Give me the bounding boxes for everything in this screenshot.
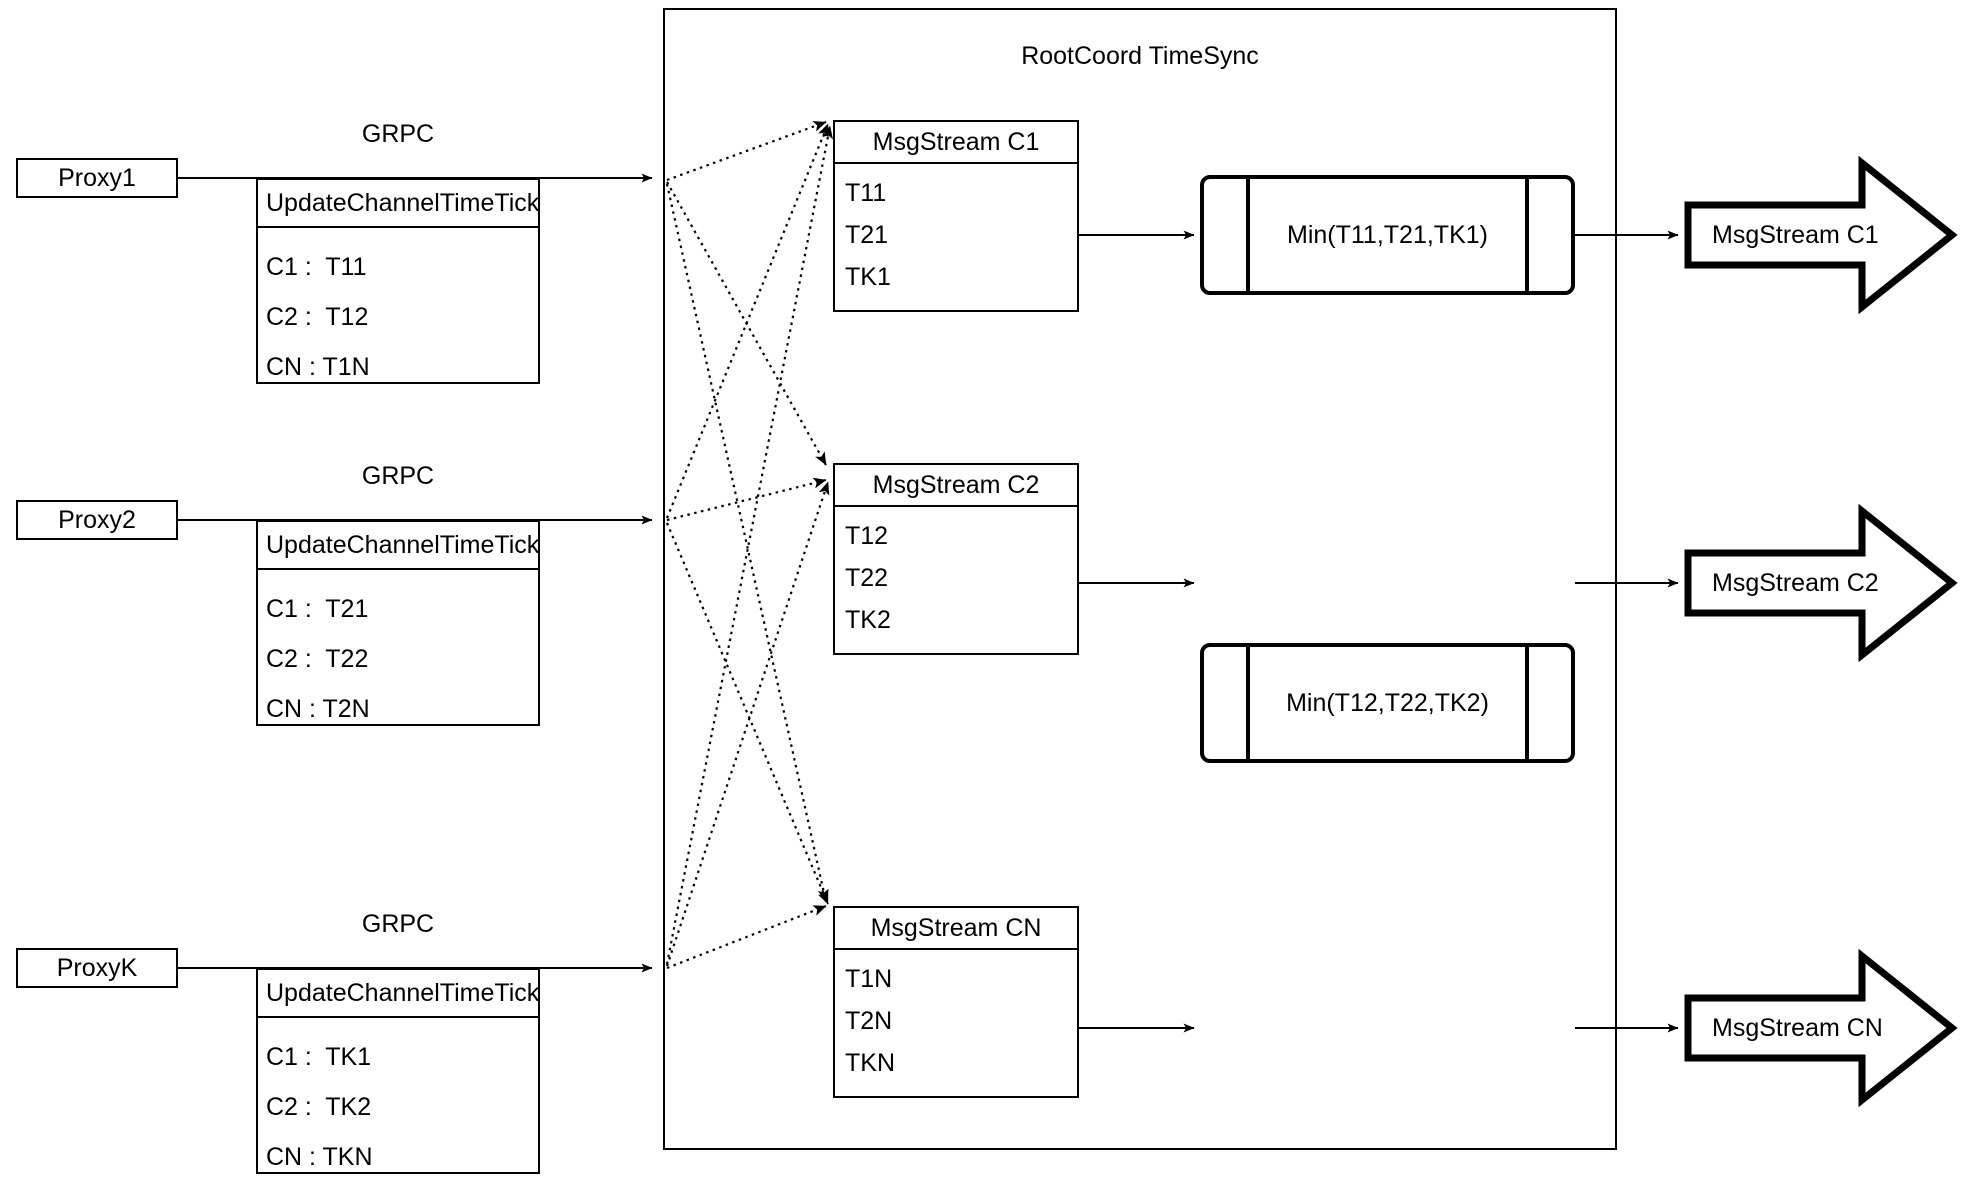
proxy-label: Proxy1 [58, 163, 136, 192]
rpc-row: C1 : TK1 [266, 1043, 372, 1071]
rpc-title: UpdateChannelTimeTick [258, 522, 539, 570]
update-channel-timetick-box-proxyk: UpdateChannelTimeTick C1 : TK1 C2 : TK2 … [256, 968, 540, 1174]
msgstream-row: T2N [845, 1007, 893, 1035]
rpc-row: C1 : T21 [266, 595, 369, 623]
msgstream-row: TK2 [845, 606, 891, 634]
msgstream-title: MsgStream C2 [835, 465, 1077, 507]
msgstream-row: TK1 [845, 263, 891, 291]
rpc-row: C2 : T22 [266, 645, 369, 673]
proxy-label: Proxy2 [58, 505, 136, 534]
grpc-label-proxyk: GRPC [361, 910, 435, 938]
msgstream-row: T12 [845, 522, 889, 550]
msgstream-rows: T11 T21 TK1 [835, 164, 1077, 310]
output-block-arrow-c2: MsgStream C2 [1684, 503, 1958, 663]
rpc-rows: C1 : T11 C2 : T12 CN : T1N [258, 228, 538, 392]
update-channel-timetick-box-proxy2: UpdateChannelTimeTick C1 : T21 C2 : T22 … [256, 520, 540, 726]
subroutine-bar-right [1525, 179, 1529, 291]
rpc-row: C2 : T12 [266, 303, 369, 331]
min-node-c2: Min(T12,T22,TK2) [1200, 643, 1575, 763]
output-block-arrow-cn: MsgStream CN [1684, 948, 1958, 1108]
msgstream-box-c1: MsgStream C1 T11 T21 TK1 [833, 120, 1079, 312]
grpc-label-proxy1: GRPC [361, 120, 435, 148]
proxy-box-proxy1[interactable]: Proxy1 [16, 158, 178, 198]
min-label: Min(T11,T21,TK1) [1287, 220, 1488, 249]
msgstream-box-cn: MsgStream CN T1N T2N TKN [833, 906, 1079, 1098]
update-channel-timetick-box-proxy1: UpdateChannelTimeTick C1 : T11 C2 : T12 … [256, 178, 540, 384]
output-label: MsgStream C2 [1712, 569, 1879, 597]
min-node-c1: Min(T11,T21,TK1) [1200, 175, 1575, 295]
msgstream-row: T11 [845, 179, 887, 207]
subroutine-bar-left [1246, 647, 1250, 759]
subroutine-bar-right [1525, 647, 1529, 759]
msgstream-box-c2: MsgStream C2 T12 T22 TK2 [833, 463, 1079, 655]
rootcoord-timesync-title: RootCoord TimeSync [1021, 42, 1259, 70]
output-label: MsgStream C1 [1712, 221, 1879, 249]
rpc-rows: C1 : TK1 C2 : TK2 CN : TKN [258, 1018, 538, 1182]
min-label: Min(T12,T22,TK2) [1286, 688, 1489, 717]
proxy-label: ProxyK [56, 953, 138, 982]
output-block-arrow-c1: MsgStream C1 [1684, 155, 1958, 315]
grpc-label-proxy2: GRPC [361, 462, 435, 490]
msgstream-rows: T1N T2N TKN [835, 950, 1077, 1096]
rpc-row: C2 : TK2 [266, 1093, 372, 1121]
rpc-row: CN : TKN [266, 1143, 373, 1171]
msgstream-row: TKN [845, 1049, 895, 1077]
rpc-row: CN : T1N [266, 353, 370, 381]
msgstream-row: T1N [845, 965, 893, 993]
rpc-title: UpdateChannelTimeTick [258, 180, 539, 228]
msgstream-rows: T12 T22 TK2 [835, 507, 1077, 653]
proxy-box-proxy2[interactable]: Proxy2 [16, 500, 178, 540]
msgstream-title: MsgStream CN [835, 908, 1077, 950]
rpc-rows: C1 : T21 C2 : T22 CN : T2N [258, 570, 538, 734]
rpc-title: UpdateChannelTimeTick [258, 970, 539, 1018]
rpc-row: C1 : T11 [266, 253, 367, 281]
msgstream-title: MsgStream C1 [835, 122, 1077, 164]
msgstream-row: T22 [845, 564, 889, 592]
subroutine-bar-left [1246, 179, 1250, 291]
output-label: MsgStream CN [1712, 1014, 1883, 1042]
rootcoord-timesync-container [663, 8, 1617, 1150]
msgstream-row: T21 [845, 221, 889, 249]
proxy-box-proxyk[interactable]: ProxyK [16, 948, 178, 988]
rpc-row: CN : T2N [266, 695, 370, 723]
